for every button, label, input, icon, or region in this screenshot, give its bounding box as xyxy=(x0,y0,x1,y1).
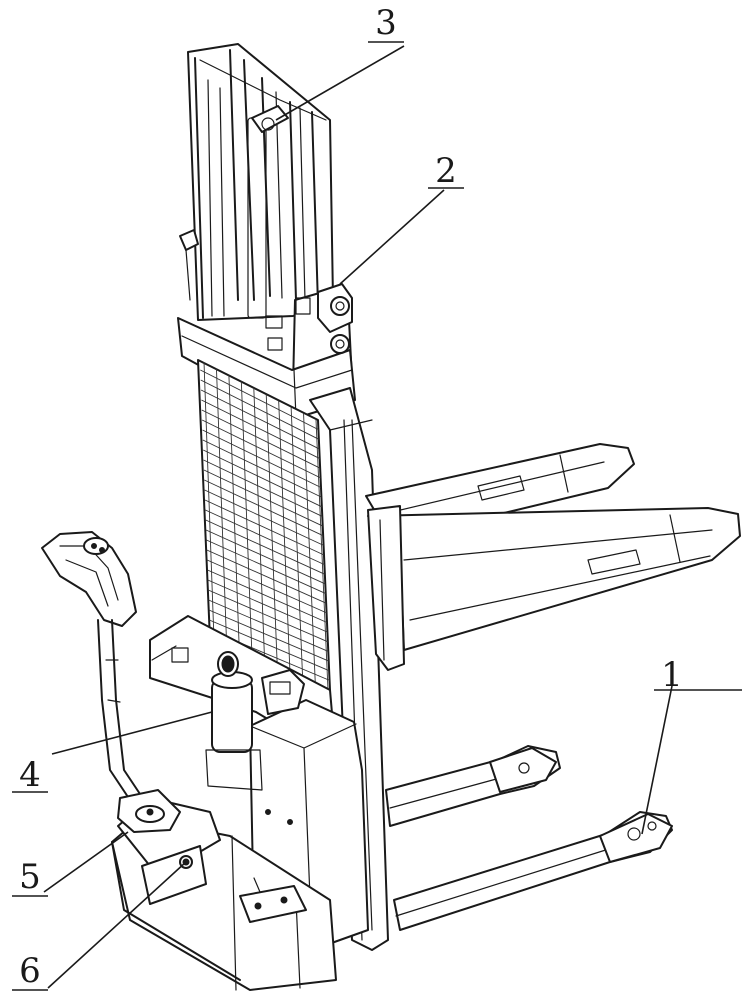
mesh-horizontal-line xyxy=(206,549,327,604)
callout-2: 2 xyxy=(428,151,464,191)
callout-label: 4 xyxy=(19,755,41,795)
mesh-horizontal-line xyxy=(200,369,319,431)
callout-4: 4 xyxy=(12,755,48,795)
mesh-horizontal-line xyxy=(203,449,323,508)
mesh-horizontal-line xyxy=(201,409,321,469)
callout-6: 6 xyxy=(12,951,48,991)
mesh-vertical-line xyxy=(303,413,316,685)
mesh-horizontal-line xyxy=(209,619,330,672)
mesh-horizontal-line xyxy=(203,469,323,527)
callout-label: 5 xyxy=(19,857,41,897)
mesh-vertical-line xyxy=(315,419,329,691)
mesh-horizontal-line xyxy=(208,589,329,643)
base-leg-front xyxy=(393,811,673,931)
mesh-vertical-line xyxy=(215,368,228,646)
callout-leaders xyxy=(43,45,673,989)
mesh-horizontal-line xyxy=(208,599,329,652)
callout-3: 3 xyxy=(368,3,404,43)
mesh-horizontal-line xyxy=(206,559,327,614)
mesh-horizontal-line xyxy=(207,579,328,633)
callout-label: 2 xyxy=(435,151,457,191)
mesh-vertical-line xyxy=(203,361,215,641)
mesh-horizontal-line xyxy=(200,379,320,440)
mesh-horizontal-line xyxy=(207,569,328,623)
mesh-horizontal-line xyxy=(205,519,326,575)
mesh-horizontal-line xyxy=(204,479,324,537)
mesh-horizontal-line xyxy=(201,399,320,459)
mesh-horizontal-line xyxy=(202,439,322,498)
mesh-horizontal-line xyxy=(204,489,324,546)
base-leg-rear xyxy=(385,745,561,827)
mesh-horizontal-line xyxy=(205,509,325,566)
mesh-horizontal-line xyxy=(202,429,322,488)
mesh-horizontal-line xyxy=(204,499,325,556)
mesh-horizontal-line xyxy=(201,419,321,479)
mesh-horizontal-line xyxy=(205,529,326,585)
carriage-roller xyxy=(265,283,353,354)
chassis-body xyxy=(111,615,369,991)
mesh-horizontal-line xyxy=(208,609,329,662)
callout-label: 6 xyxy=(19,951,41,991)
mast-crossbar xyxy=(177,317,356,419)
mesh-guard xyxy=(197,359,331,691)
mesh-horizontal-line xyxy=(206,539,326,594)
mesh-horizontal-line xyxy=(200,389,320,450)
tiller-handle xyxy=(41,531,181,833)
callout-5: 5 xyxy=(12,857,48,897)
callout-label: 1 xyxy=(661,655,683,695)
callout-1: 1 xyxy=(654,655,742,695)
callout-label: 3 xyxy=(375,3,397,43)
mesh-vertical-line xyxy=(290,407,304,679)
mesh-horizontal-line xyxy=(203,459,323,517)
upper-fork-front xyxy=(367,505,741,671)
